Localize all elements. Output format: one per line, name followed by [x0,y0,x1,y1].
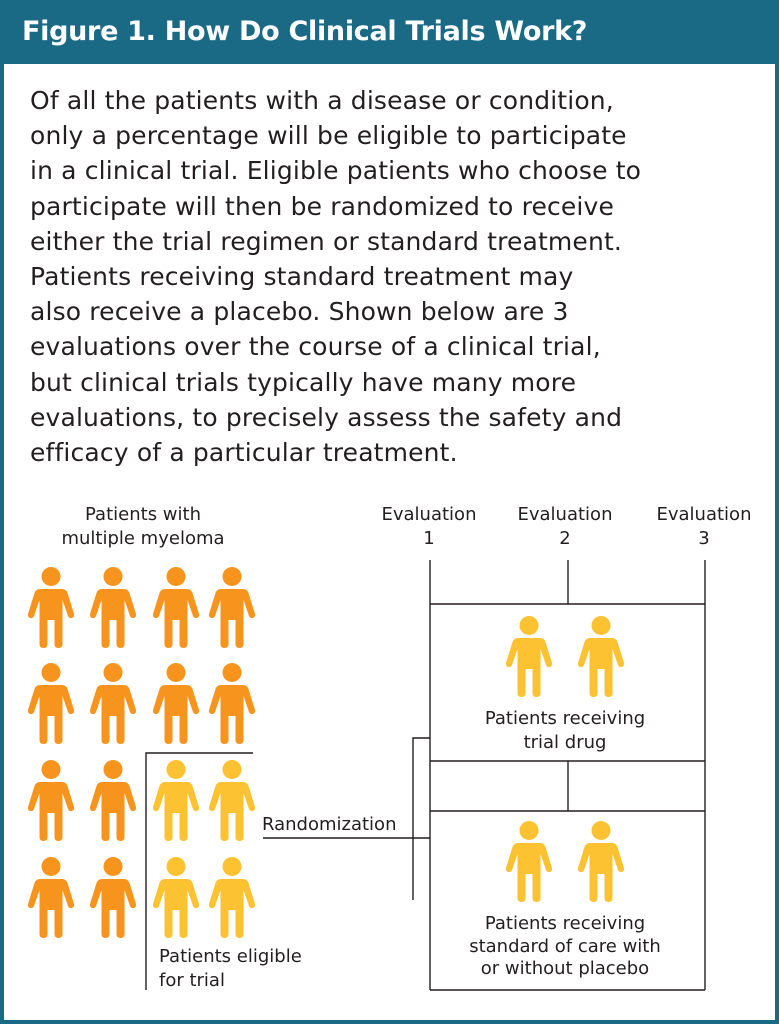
patient-icon [89,857,137,938]
eligible-patient-icon [208,760,256,841]
patient-icon [27,760,75,841]
patient-icon [208,567,256,648]
intro-line: only a percentage will be eligible to pa… [30,121,627,151]
intro-line: but clinical trials typically have many … [30,367,577,397]
standard-patient-icon [577,821,625,902]
patient-icon [27,663,75,744]
eligible-patient-icon [152,760,200,841]
eligible-label: Patients eligible for trial [159,946,302,991]
patient-icon [152,567,200,648]
patient-icon [27,857,75,938]
patient-icon [27,567,75,648]
evaluation-3-label: Evaluation 3 [656,504,752,549]
patient-icon [89,663,137,744]
population-label: Patients with multiple myeloma [61,504,225,549]
patient-icon [89,567,137,648]
randomization-bracket [412,737,430,839]
eligible-patient-icon [152,857,200,938]
intro-paragraph: Of all the patients with a disease or co… [30,83,755,470]
eligible-patient-icon [208,857,256,938]
evaluation-2-label: Evaluation 2 [517,504,613,549]
standard-group-label: Patients receiving standard of care with… [469,913,661,979]
intro-line: efficacy of a particular treatment. [30,438,458,468]
evaluation-1-label: Evaluation 1 [381,504,477,549]
trial-patient-icon [505,616,553,697]
patient-icon [89,760,137,841]
intro-line: either the trial regimen or standard tre… [30,226,623,256]
figure-title: Figure 1. How Do Clinical Trials Work? [22,16,588,47]
intro-line: Patients receiving standard treatment ma… [30,262,574,292]
intro-line: Of all the patients with a disease or co… [30,86,614,115]
patient-icon [208,663,256,744]
trial-group-label: Patients receiving trial drug [484,708,646,753]
intro-line: evaluations, to precisely assess the saf… [30,402,623,432]
eligible-bracket [145,752,253,990]
intro-line: participate will then be randomized to r… [30,191,614,221]
trial-patient-icon [577,616,625,697]
intro-line: evaluations over the course of a clinica… [30,332,601,362]
figure-header: Figure 1. How Do Clinical Trials Work? [4,4,775,64]
intro-line: also receive a placebo. Shown below are … [30,297,569,327]
standard-patient-icon [505,821,553,902]
patient-icon [152,663,200,744]
randomization-label: Randomization [262,814,397,835]
intro-line: in a clinical trial. Eligible patients w… [30,156,642,186]
